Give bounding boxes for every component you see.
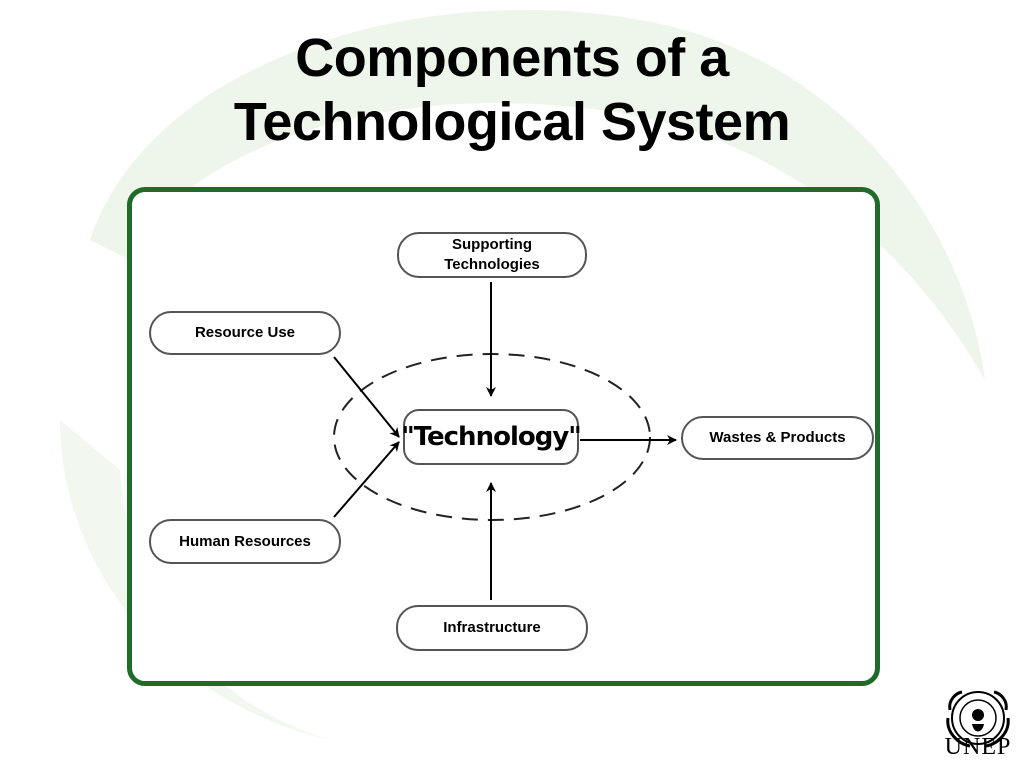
node-infrastructure: Infrastructure [396, 605, 588, 651]
supporting-label-line-2: Technologies [444, 256, 540, 273]
node-technology: "Technology" [401, 409, 582, 465]
resource-use-label: Resource Use [194, 324, 296, 341]
slide-title: Components of a Technological System [0, 26, 1024, 154]
wastes-products-label: Wastes & Products [709, 429, 846, 446]
node-resource-use: Resource Use [149, 311, 341, 355]
un-emblem-icon [946, 690, 1010, 748]
technology-label: "Technology" [401, 422, 582, 452]
infrastructure-label: Infrastructure [443, 619, 541, 636]
human-resources-label: Human Resources [179, 532, 311, 550]
node-wastes-products: Wastes & Products [681, 416, 874, 460]
supporting-label-line-1: Supporting [452, 236, 532, 253]
node-human-resources: Human Resources [149, 519, 341, 564]
node-supporting-technologies: Supporting Technologies [397, 232, 587, 278]
unep-logo-text: UNEP [944, 734, 1012, 760]
title-line-2: Technological System [233, 92, 791, 152]
title-line-1: Components of a [295, 28, 729, 88]
